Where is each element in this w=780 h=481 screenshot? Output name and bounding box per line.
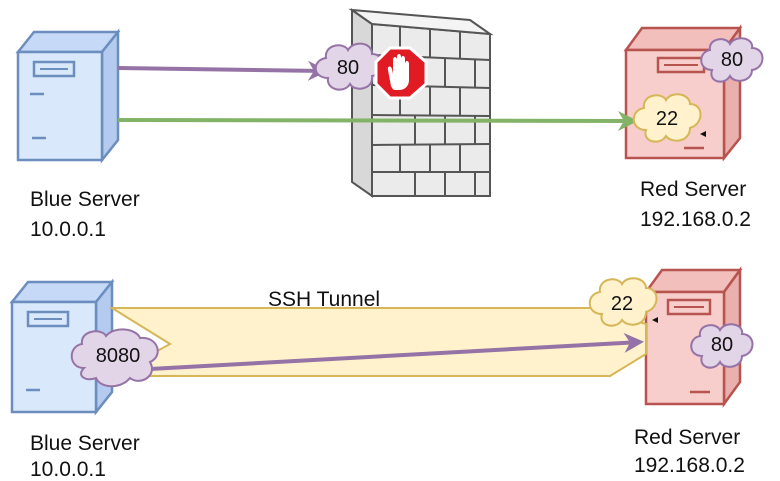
top-blue-server-name: Blue Server [30,188,140,211]
top-red-port-cloud: 80 [700,37,764,83]
top-red-server-name: Red Server [640,178,746,201]
bottom-port-pointer-icon [652,317,658,323]
top-blue-server-icon [15,28,121,164]
top-blue-server-ip: 10.0.0.1 [30,218,106,241]
ssh-tunnel-label: SSH Tunnel [268,288,380,311]
bottom-red-port-label: 80 [711,334,733,356]
stop-hand-icon [374,46,428,100]
allowed-port-cloud: 22 [632,93,702,143]
top-port-pointer-icon [700,131,706,137]
local-port-label: 8080 [96,345,141,367]
allowed-connection-arrow [117,110,638,131]
tunnel-port-cloud: 22 [588,277,658,327]
firewall-wall-icon [348,8,494,198]
blocked-port-cloud: 80 [314,42,384,91]
tunnel-forward-arrow [149,332,644,371]
top-red-port-label: 80 [721,49,743,71]
bottom-red-port-cloud: 80 [690,323,754,369]
blocked-port-label: 80 [337,57,359,79]
bottom-red-server-ip: 192.168.0.2 [634,454,745,477]
bottom-blue-server-name: Blue Server [30,432,140,455]
bottom-blue-server-ip: 10.0.0.1 [30,458,106,481]
tunnel-port-label: 22 [611,293,633,315]
blocked-connection-arrow [117,60,328,81]
local-port-cloud: 8080 [70,328,159,388]
allowed-port-label: 22 [656,108,678,130]
top-red-server-ip: 192.168.0.2 [640,208,751,231]
bottom-red-server-name: Red Server [634,426,740,449]
